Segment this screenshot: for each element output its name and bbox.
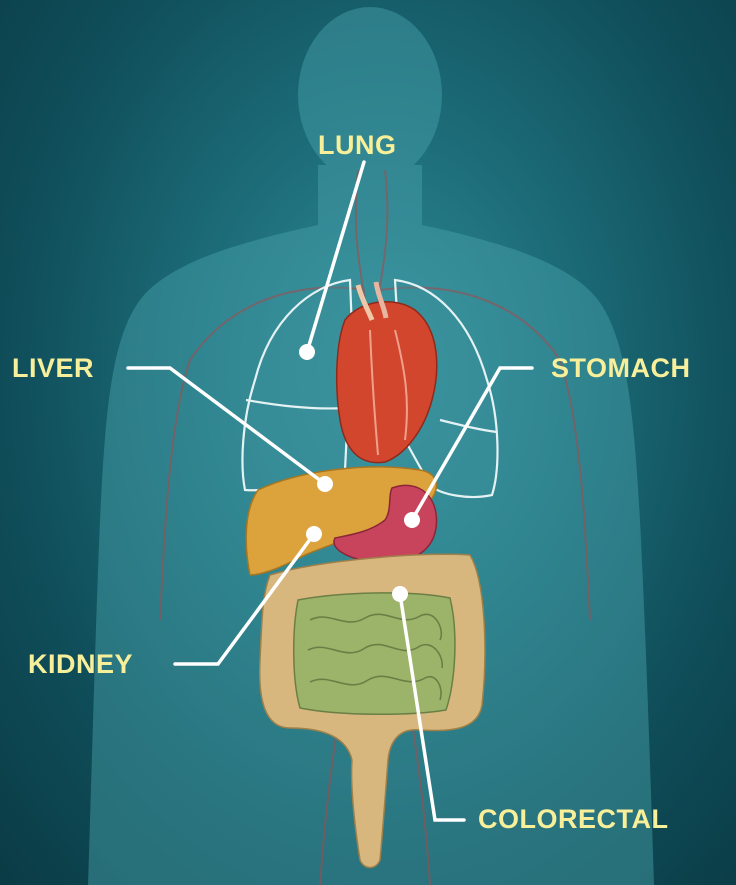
stomach-dot (404, 512, 420, 528)
kidney-dot (306, 526, 322, 542)
stomach-label: STOMACH (551, 355, 691, 382)
kidney-label: KIDNEY (28, 651, 133, 678)
liver-label: LIVER (12, 355, 94, 382)
colorectal-dot (392, 586, 408, 602)
liver-dot (317, 476, 333, 492)
colorectal-label: COLORECTAL (478, 806, 668, 833)
lung-dot (299, 344, 315, 360)
lung-label: LUNG (318, 132, 397, 159)
small-intestine (294, 593, 455, 714)
